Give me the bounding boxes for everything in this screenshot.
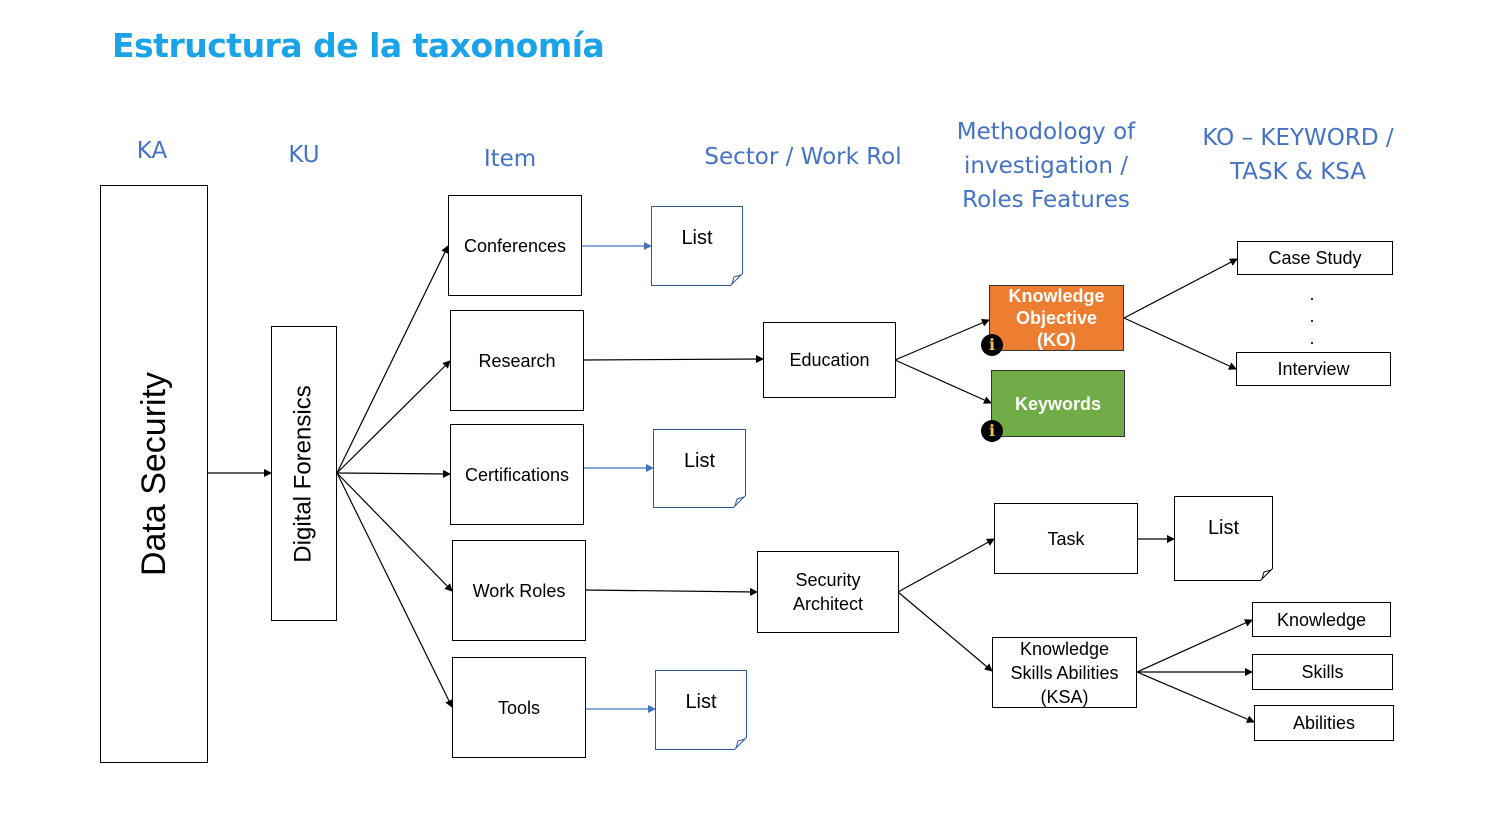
header-ko-keyword-line1: KO – KEYWORD /	[1202, 125, 1394, 151]
arrow-security-task	[897, 538, 995, 593]
list-note-label: List	[683, 450, 716, 472]
sector-education: Education	[763, 322, 896, 398]
interview-box: Interview	[1236, 352, 1391, 386]
item-conferences: Conferences	[448, 195, 582, 296]
security-architect-line1: Security	[795, 570, 861, 590]
arrow-security-ksa	[897, 591, 993, 672]
header-methodology-line3: Roles Features	[962, 187, 1130, 213]
list-note-label: List	[681, 227, 713, 249]
list-note-task: List	[1174, 496, 1273, 581]
header-methodology-line1: Methodology of	[956, 119, 1136, 145]
arrow-ko-casestudy	[1123, 258, 1238, 319]
header-ka: KA	[136, 138, 168, 164]
skills-box: Skills	[1252, 654, 1393, 690]
list-note-certifications: List	[653, 429, 746, 508]
arrow-ku-tools	[336, 472, 453, 708]
ka-data-security-label: Data Security	[135, 371, 173, 577]
arrow-ku-workroles	[336, 472, 453, 592]
list-note-label: List	[685, 691, 717, 713]
arrow-ku-conferences	[336, 245, 449, 474]
item-certifications: Certifications	[450, 424, 584, 525]
ku-digital-forensics: Digital Forensics	[271, 326, 337, 621]
header-ku: KU	[288, 142, 320, 168]
page-title: Estructura de la taxonomía	[112, 26, 605, 65]
header-ko-keyword-line2: TASK & KSA	[1229, 159, 1367, 185]
keywords-box: Keywords	[991, 370, 1125, 437]
list-note-label: List	[1207, 517, 1240, 539]
knowledge-box: Knowledge	[1252, 602, 1391, 637]
item-work-roles: Work Roles	[452, 540, 586, 641]
ko-line1: Knowledge	[1008, 286, 1105, 306]
folded-corner-icon	[1260, 568, 1273, 581]
ksa-line3: (KSA)	[1040, 686, 1089, 707]
arrow-education-ko	[894, 319, 990, 361]
arrow-ksa-knowledge	[1136, 619, 1253, 673]
list-note-conferences: List	[651, 206, 743, 286]
ellipsis-dot: .	[1309, 328, 1315, 348]
item-research: Research	[450, 310, 584, 411]
ksa-line2: Skills Abilities	[1010, 662, 1119, 683]
ksa-box: Knowledge Skills Abilities (KSA)	[992, 637, 1137, 708]
arrow-education-keywords	[894, 359, 992, 404]
item-tools: Tools	[452, 657, 586, 758]
info-icon[interactable]: i	[981, 334, 1003, 356]
header-methodology-line2: investigation /	[964, 153, 1128, 179]
folded-corner-icon	[733, 495, 746, 508]
arrow-ko-interview	[1123, 317, 1237, 370]
arrow-ksa-abilities	[1136, 671, 1255, 723]
arrow-ku-research	[336, 360, 451, 474]
knowledge-objective-box: Knowledge Objective (KO)	[989, 285, 1124, 351]
header-methodology: Methodology of investigation / Roles Fea…	[930, 115, 1162, 217]
case-study-box: Case Study	[1237, 241, 1393, 275]
ku-digital-forensics-label: Digital Forensics	[290, 384, 318, 563]
abilities-box: Abilities	[1254, 705, 1394, 741]
work-role-security-architect: Security Architect	[757, 551, 899, 633]
ellipsis-dot: .	[1309, 306, 1315, 326]
arrow-workroles-security	[584, 587, 758, 596]
ko-line3: (KO)	[1037, 330, 1076, 350]
folded-corner-icon	[734, 737, 747, 750]
header-item: Item	[483, 146, 537, 172]
task-box: Task	[994, 503, 1138, 574]
ko-line2: Objective	[1015, 308, 1098, 328]
header-sector: Sector / Work Rol	[704, 144, 902, 170]
security-architect-line2: Architect	[792, 594, 864, 614]
arrow-research-education	[582, 355, 764, 364]
list-note-tools: List	[655, 670, 747, 750]
info-icon[interactable]: i	[981, 420, 1003, 442]
ellipsis-dot: .	[1309, 284, 1315, 304]
header-ko-keyword: KO – KEYWORD / TASK & KSA	[1180, 121, 1416, 189]
folded-corner-icon	[730, 273, 743, 286]
ka-data-security: Data Security	[100, 185, 208, 763]
arrow-ku-certifications	[336, 469, 451, 478]
ksa-line1: Knowledge	[1019, 638, 1110, 659]
